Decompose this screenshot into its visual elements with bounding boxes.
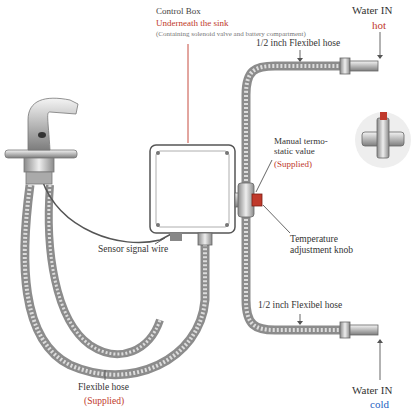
hose-label: Flexible hose [78, 382, 129, 393]
hose-label: 1/2 inch Flexibel hose [258, 300, 342, 311]
inlet-label: Water IN [352, 384, 392, 397]
location-note: Underneath the sink [156, 18, 228, 28]
wire-label: Sensor signal wire [98, 244, 168, 255]
hot-label: hot [372, 19, 386, 32]
supplied-note: (Supplied) [274, 159, 312, 169]
leader-lines [105, 32, 383, 380]
hot-hose [246, 66, 342, 185]
valve-photo [355, 112, 411, 168]
supplied-note: (Supplied) [84, 396, 124, 407]
heading-label: Control Box [156, 6, 201, 16]
content-note: (Containing solenoid valve and battery c… [156, 30, 376, 38]
knob-label: Temperature adjustment knob [290, 234, 368, 256]
cold-hose [246, 215, 342, 330]
hot-fitting [340, 58, 350, 74]
cold-fitting [340, 322, 350, 338]
valve-label: Manual termo- static value [274, 136, 336, 157]
hose-label: 1/2 inch Flexibel hose [256, 38, 340, 49]
cold-label: cold [370, 398, 389, 411]
inlet-label: Water IN [352, 4, 392, 17]
faucet [5, 98, 78, 184]
control-box [150, 145, 243, 245]
